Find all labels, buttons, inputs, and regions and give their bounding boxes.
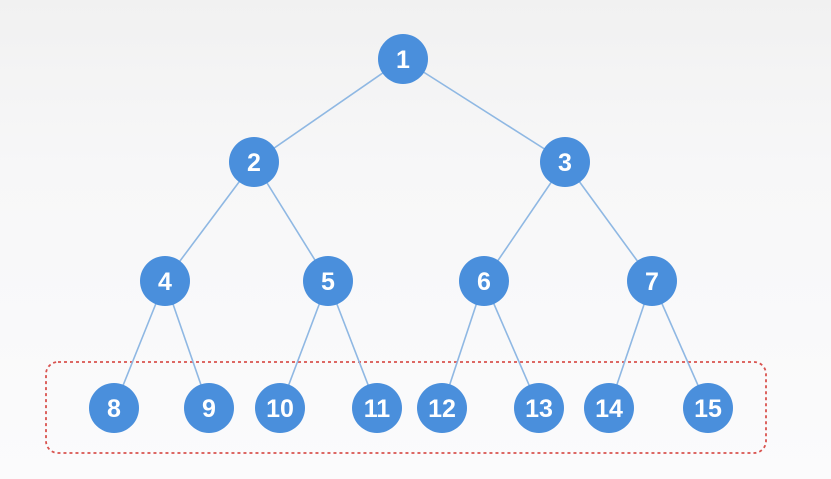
node-circle [683,383,733,433]
node-circle [417,383,467,433]
node-label: 6 [477,268,491,296]
node-circle [255,383,305,433]
node-circle [89,383,139,433]
node-label: 14 [595,395,623,423]
edge-1-2 [253,58,404,163]
tree-node-1: 1 [378,34,428,84]
node-circle [352,383,402,433]
tree-node-14: 14 [584,383,634,433]
node-label: 12 [428,395,456,423]
node-circle [584,383,634,433]
node-label: 10 [266,395,294,423]
node-label: 4 [158,268,172,296]
node-label: 1 [396,46,410,74]
tree-node-4: 4 [140,256,190,306]
node-circle [514,383,564,433]
leaf-level-highlight-box [45,361,767,454]
edge-1-3 [402,58,566,163]
node-label: 5 [321,268,335,296]
node-circle [540,137,590,187]
node-label: 9 [202,395,216,423]
tree-node-10: 10 [255,383,305,433]
node-label: 15 [694,395,722,423]
node-circle [627,256,677,306]
node-label: 11 [364,395,391,423]
node-circle [184,383,234,433]
node-label: 3 [558,149,572,177]
tree-node-7: 7 [627,256,677,306]
node-label: 7 [645,268,659,296]
tree-node-15: 15 [683,383,733,433]
tree-node-11: 11 [352,383,402,433]
node-circle [229,137,279,187]
tree-node-2: 2 [229,137,279,187]
node-circle [303,256,353,306]
node-label: 8 [107,395,121,423]
tree-node-12: 12 [417,383,467,433]
node-label: 2 [247,149,261,177]
tree-node-9: 9 [184,383,234,433]
node-label: 13 [525,395,553,423]
node-circle [378,34,428,84]
tree-node-13: 13 [514,383,564,433]
edges-layer [113,58,709,409]
node-circle [140,256,190,306]
node-circle [459,256,509,306]
tree-node-5: 5 [303,256,353,306]
tree-node-6: 6 [459,256,509,306]
tree-node-8: 8 [89,383,139,433]
tree-node-3: 3 [540,137,590,187]
